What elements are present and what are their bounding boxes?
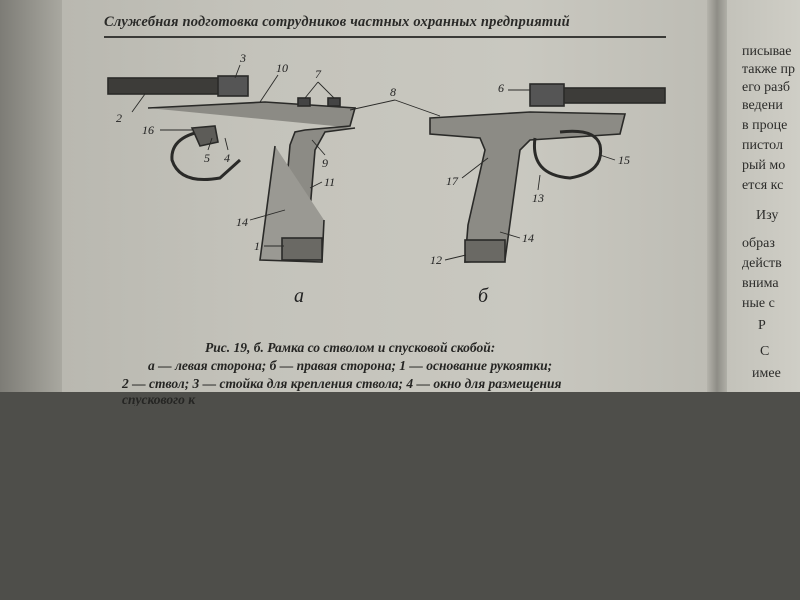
pistol-frame-figure: 3 10 7 8 2 16 5 4 9 11 14 1 6 15 17 13 1… [107,51,666,307]
stop-7b [327,97,341,107]
right-page-line: образ [742,236,775,251]
barrel-left [107,77,221,95]
label-11: 11 [324,175,335,189]
label-5: 5 [204,151,210,165]
right-page-line: Изу [756,208,779,223]
grip-left [259,145,325,263]
trigger-guard-right [532,129,603,180]
caption-line-4: спускового к [122,392,196,406]
sublabel-a: а [294,285,304,307]
book-gutter [707,0,727,392]
right-page-line: ные с [742,296,775,311]
right-page-line: его разб [742,80,790,95]
right-page-line: также пр [742,62,795,77]
grip-base-left [281,237,323,261]
header-rule [104,36,666,38]
right-page-line: пистол [742,138,783,153]
book-page-right [727,0,800,392]
stop-7a [297,97,311,107]
label-1: 1 [254,239,260,253]
label-14-right: 14 [522,231,534,245]
label-12: 12 [430,253,442,267]
leader-lines [131,64,616,261]
barrel-post-left [217,75,249,97]
label-9: 9 [322,156,328,170]
trigger-guard-left [170,128,242,181]
caption-line-1: Рис. 19, б. Рамка со стволом и спусковой… [205,340,496,355]
book-page-left [62,0,717,392]
right-page-line: писывае [742,44,792,59]
trigger-left [190,125,219,147]
label-14-left: 14 [236,215,248,229]
label-8: 8 [390,85,396,99]
sublabel-b: б [478,285,489,307]
dark-background [0,392,800,600]
label-2: 2 [116,111,122,125]
grip-base-right [464,239,506,263]
barrel-post-right [529,83,565,107]
running-head: Служебная подготовка сотрудников частных… [104,14,570,30]
page-shadow-left [0,0,62,392]
frame-right-view [429,83,666,263]
label-15: 15 [618,153,630,167]
label-7: 7 [315,67,322,81]
right-page-line: Р [758,318,766,333]
frame-left-view [107,75,357,263]
right-page-line: рый мо [742,158,786,173]
label-13: 13 [532,191,544,205]
label-16: 16 [142,123,154,137]
right-page-line: в проце [742,118,788,133]
caption-line-3: 2 — ствол; 3 — стойка для крепления ство… [122,376,562,391]
right-page-line: ведени [742,98,783,113]
right-page-line: внима [742,276,779,291]
label-3: 3 [239,51,246,65]
label-4: 4 [224,151,230,165]
label-6: 6 [498,81,504,95]
label-17: 17 [446,174,459,188]
right-page-line: имее [752,366,781,381]
right-page-line: С [760,344,770,359]
right-page-line: ется кс [742,178,784,193]
caption-line-2: а — левая сторона; б — правая сторона; 1… [148,358,553,373]
right-page-line: действ [742,256,782,271]
label-10: 10 [276,61,288,75]
